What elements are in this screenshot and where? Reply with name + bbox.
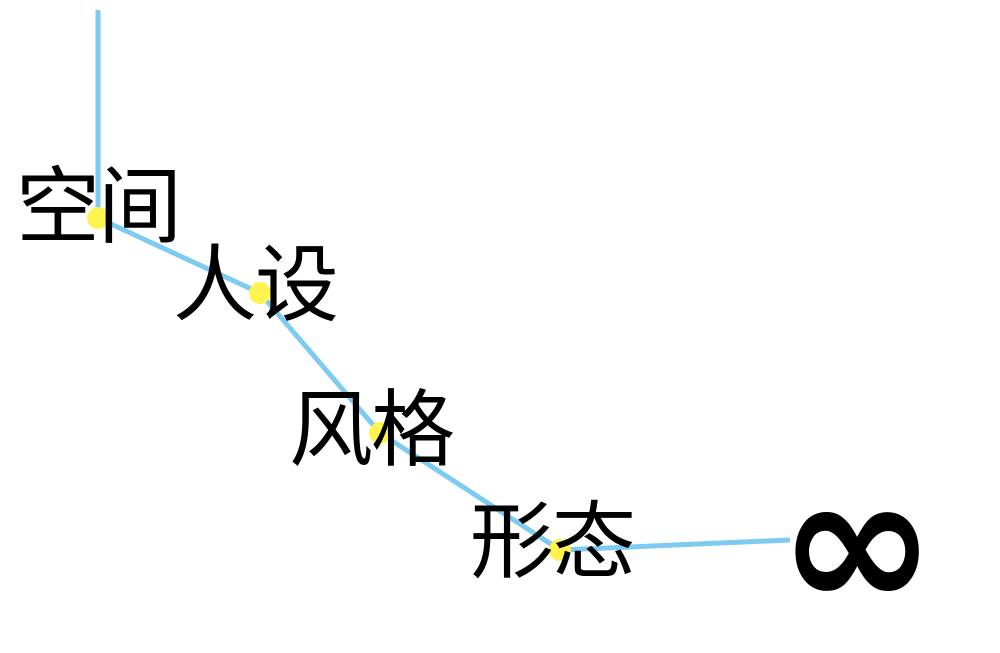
label-persona: 人设 [173, 236, 339, 334]
infinity-icon: ∞ [778, 432, 937, 653]
connector-line [95, 10, 791, 553]
node-dot-3 [369, 422, 391, 444]
node-dot-1 [87, 207, 109, 229]
label-style: 风格 [289, 381, 455, 479]
node-dot-2 [249, 282, 271, 304]
node-dot-4 [549, 539, 571, 561]
label-form: 形态 [470, 493, 636, 591]
label-space: 空间 [16, 158, 182, 256]
